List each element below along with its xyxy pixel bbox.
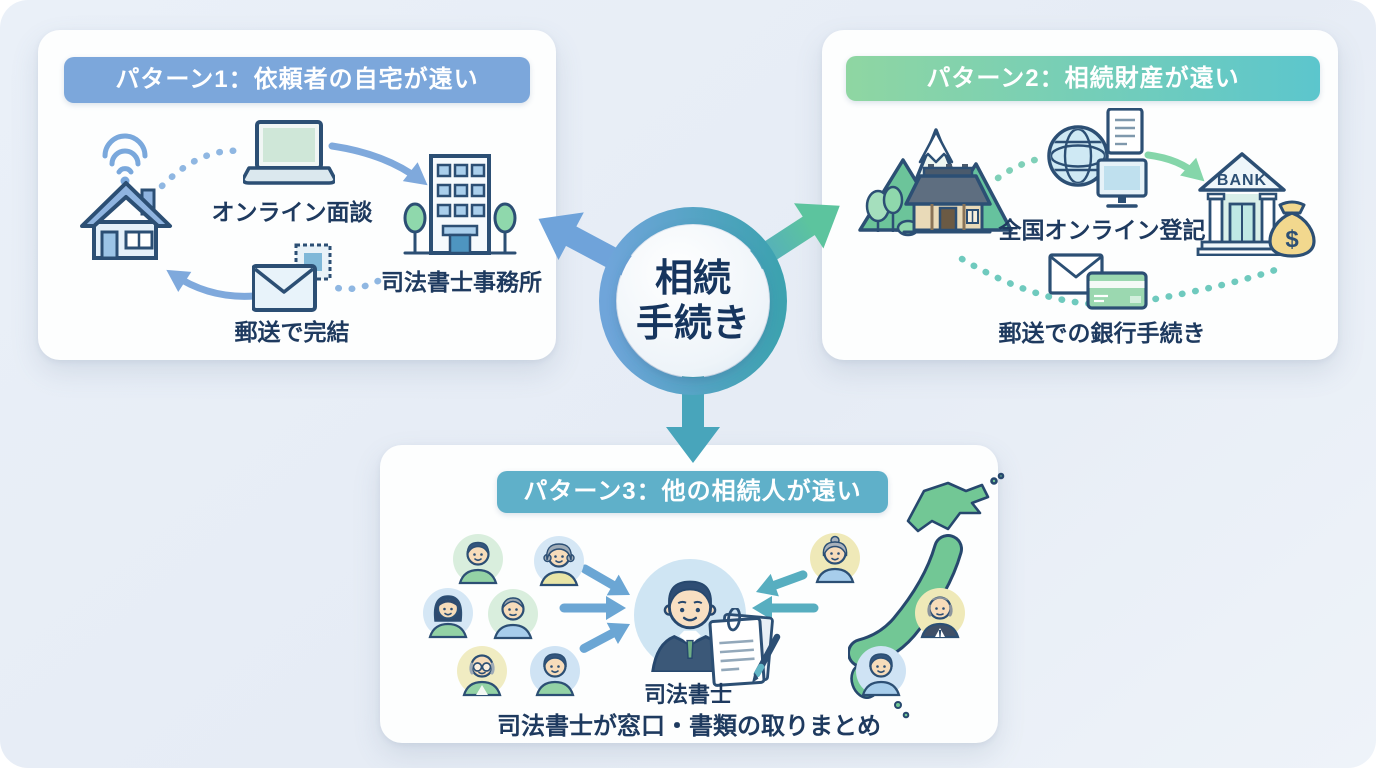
label-online-meeting: オンライン面談 [211, 199, 373, 225]
label-online-registry: 全国オンライン登記 [998, 217, 1206, 243]
paperclip-icon [726, 608, 742, 632]
arrow-envelope-to-house [170, 271, 258, 300]
bank-sign-text: BANK [1217, 172, 1267, 189]
tree-icon [403, 202, 427, 234]
document-pen-icon [708, 608, 781, 687]
label-scrivener: 司法書士 [643, 682, 732, 707]
avatar-young-man-blue-icon [856, 646, 906, 697]
money-bag-icon: $ [1268, 200, 1316, 258]
house-wifi-icon [80, 133, 172, 260]
hub-title: 相続 手続き [593, 257, 793, 347]
hub-inner-circle [617, 225, 769, 377]
mountain-village-icon [858, 128, 1013, 237]
laptop-icon [243, 120, 335, 185]
label-bank-mail: 郵送での銀行手続き [998, 320, 1206, 346]
wifi-icon [102, 133, 148, 175]
label-office: 司法書士事務所 [381, 269, 542, 295]
avatar-elderly-woman-icon [534, 536, 584, 587]
traditional-house-icon [904, 164, 992, 232]
avatar-elderly-man-suit-icon [915, 588, 965, 639]
label-summary: 司法書士が窓口・書類の取りまとめ [497, 713, 881, 740]
hub-title-line1: 相続 [654, 258, 731, 300]
hub-circle-arrows [538, 203, 840, 463]
document-icon [708, 616, 766, 687]
dollar-sign-text: $ [1285, 226, 1299, 253]
dotted-line-office-to-envelope [330, 277, 382, 293]
document-icon [1106, 108, 1144, 155]
panel-pattern3: パターン3：他の相続人が遠い [380, 445, 1005, 743]
arrow-globe-to-bank [1144, 151, 1202, 180]
avatar-elderly-man-icon [488, 589, 538, 640]
hub-title-line2: 手続き [635, 303, 750, 345]
tree-icon [882, 185, 904, 215]
bank-icon: BANK [1196, 152, 1288, 256]
avatar-boy-icon [530, 646, 580, 697]
avatar-bald-glasses-man-icon [457, 646, 507, 697]
house-icon [80, 181, 172, 260]
envelope-credit-card-icon [1048, 253, 1148, 310]
credit-card-icon [1086, 271, 1148, 310]
hokkaido-shape [906, 481, 990, 533]
monitor-icon [1096, 158, 1148, 208]
hub-ring [599, 207, 787, 395]
globe-monitor-document-icon [1047, 108, 1148, 208]
avatar-elderly-woman-bun-icon [810, 533, 860, 584]
label-mail-complete: 郵送で完結 [234, 319, 350, 345]
office-building-icon [403, 154, 517, 255]
panel3-title: パターン3：他の相続人が遠い [497, 471, 888, 513]
panel2-title: パターン2：相続財産が遠い [846, 56, 1320, 101]
avatar-woman-icon [423, 588, 473, 639]
pen-icon [752, 633, 781, 683]
envelope-stamp-icon [252, 243, 332, 312]
panel1-title: パターン1：依頼者の自宅が遠い [64, 57, 530, 103]
panel-pattern2: パターン2：相続財産が遠い [822, 30, 1338, 360]
tree-icon [493, 202, 517, 234]
panel-pattern1: パターン1：依頼者の自宅が遠い [38, 30, 556, 360]
avatar-young-man-icon [453, 534, 503, 585]
